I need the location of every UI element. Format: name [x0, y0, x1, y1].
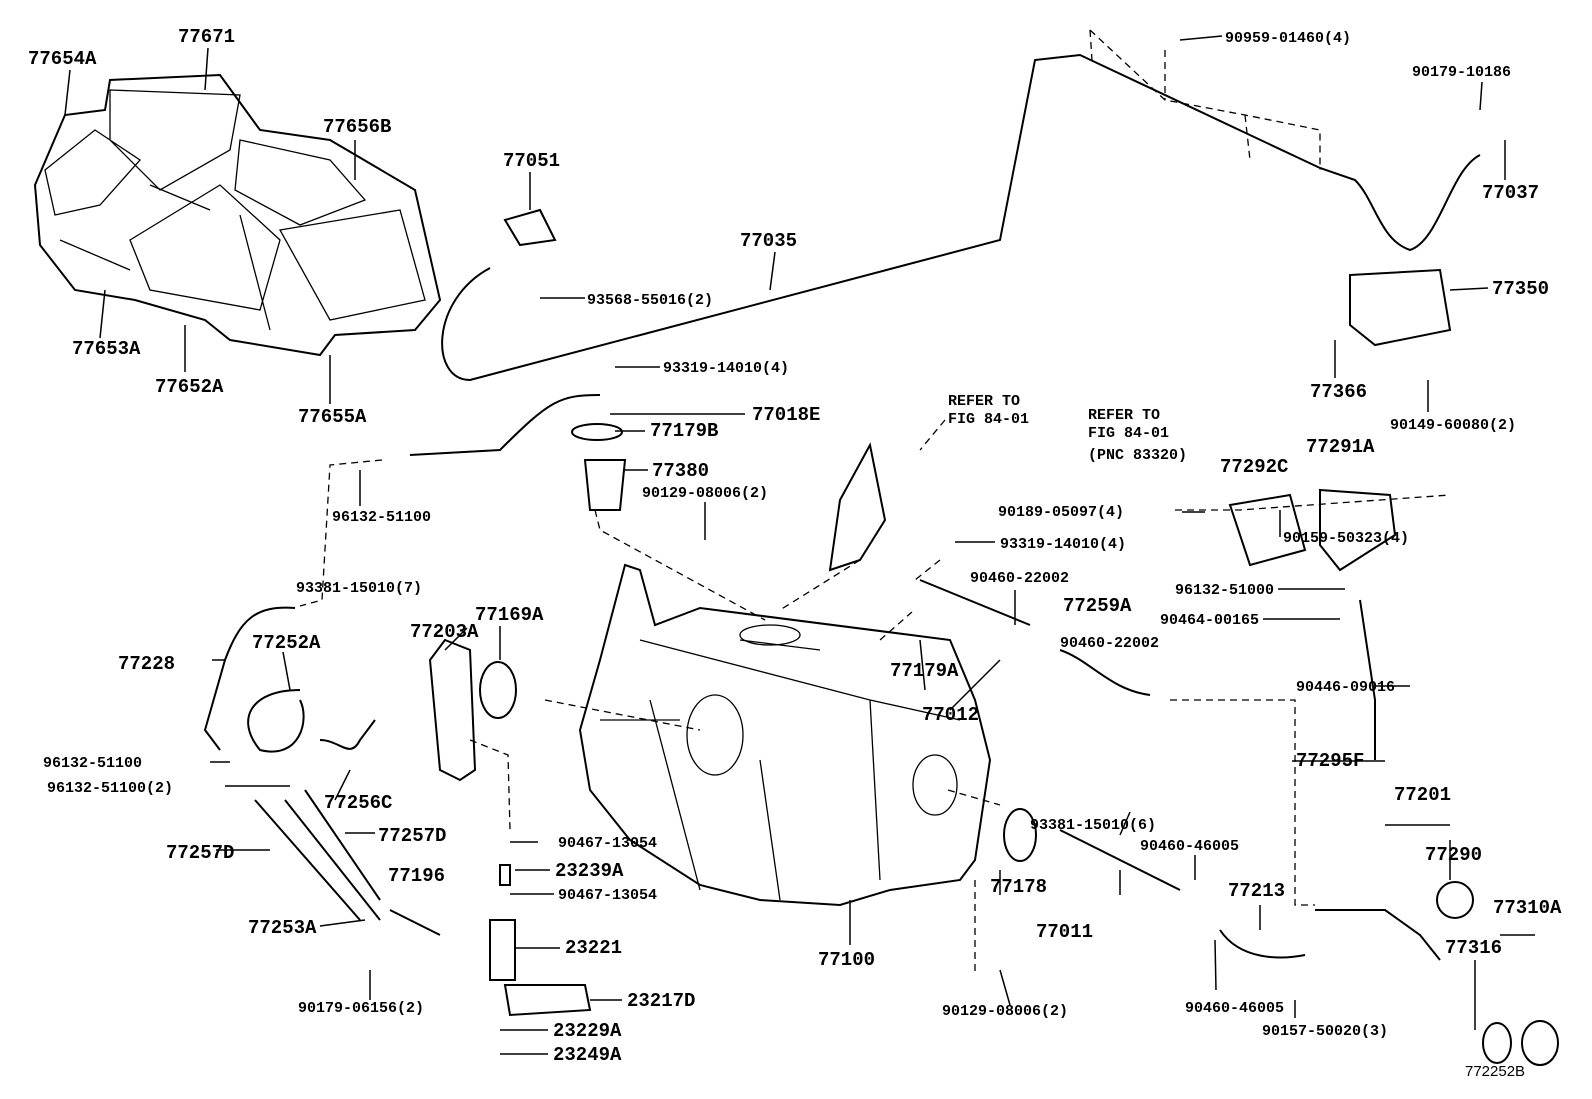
part-label: 90446-09016 [1296, 679, 1395, 696]
part-label: REFER TO [1088, 407, 1160, 424]
fuel-tank [578, 563, 992, 907]
part-label: 93319-14010(4) [663, 360, 789, 377]
part-label: 77256C [324, 792, 392, 814]
part-label: 96132-51100 [332, 509, 431, 526]
part-label: 90179-10186 [1412, 64, 1511, 81]
part-label: 90467-13054 [558, 835, 657, 852]
part-label: 77292C [1220, 456, 1288, 478]
leader-line [99, 289, 106, 339]
part-label: (PNC 83320) [1088, 447, 1187, 464]
part-label: 77655A [298, 406, 367, 428]
reference-dashed-lines [299, 29, 1451, 975]
part-label: 90179-06156(2) [298, 1000, 424, 1017]
leader-line [1214, 939, 1217, 991]
part-label: 90460-22002 [1060, 635, 1159, 652]
leader-line [769, 251, 776, 291]
part-label: 77252A [252, 632, 321, 654]
part-label: 90460-46005 [1140, 838, 1239, 855]
part-label: 23239A [555, 860, 624, 882]
part-label: 93568-55016(2) [587, 292, 713, 309]
part-label: 96132-51000 [1175, 582, 1274, 599]
part-label: 77257D [166, 842, 234, 864]
part-label: 90129-08006(2) [942, 1003, 1068, 1020]
part-label: 77652A [155, 376, 224, 398]
part-label: REFER TO [948, 393, 1020, 410]
part-label: 77259A [1063, 595, 1132, 617]
part-label: 77203A [410, 621, 479, 643]
part-label: 77196 [388, 865, 445, 887]
part-label: 93381-15010(6) [1030, 817, 1156, 834]
part-label: 90464-00165 [1160, 612, 1259, 629]
part-label: 23249A [553, 1044, 622, 1066]
part-label: 77169A [475, 604, 544, 626]
diagram-code: 772252B [1465, 1063, 1525, 1080]
part-label: 93381-15010(7) [296, 580, 422, 597]
tank-insulator-pads [33, 73, 442, 357]
part-label: 77201 [1394, 784, 1451, 806]
part-label: 77012 [922, 704, 979, 726]
part-label: 96132-51100 [43, 755, 142, 772]
part-label: 77100 [818, 949, 875, 971]
part-label: 77310A [1493, 897, 1562, 919]
part-label: 90460-22002 [970, 570, 1069, 587]
part-label: 77035 [740, 230, 797, 252]
part-label: 77656B [323, 116, 391, 138]
part-label: 96132-51100(2) [47, 780, 173, 797]
part-label: 90959-01460(4) [1225, 30, 1351, 47]
part-label: 77051 [503, 150, 560, 172]
leader-line [949, 659, 1001, 711]
part-label: 77654A [28, 48, 97, 70]
leader-line [282, 651, 291, 691]
leader-line [1179, 35, 1223, 41]
part-label: 77018E [752, 404, 820, 426]
part-label: 77179A [890, 660, 959, 682]
part-label: 77366 [1310, 381, 1367, 403]
part-label: 77178 [990, 876, 1047, 898]
part-label: 90149-60080(2) [1390, 417, 1516, 434]
part-label: 77037 [1482, 182, 1539, 204]
part-label: 77671 [178, 26, 235, 48]
leader-line [1119, 811, 1131, 836]
part-label: 77011 [1036, 921, 1093, 943]
part-labels: 77654A 77671 77656B 77653A 77652A 77655A 77051… [28, 26, 1562, 1066]
label-leader-lines [64, 35, 1535, 1055]
part-label: 77257D [378, 825, 446, 847]
fuel-lid-cable [441, 53, 1481, 382]
part-label: 77380 [652, 460, 709, 482]
part-label: 93319-14010(4) [1000, 536, 1126, 553]
part-label: 77316 [1445, 937, 1502, 959]
part-label: 77350 [1492, 278, 1549, 300]
part-label: 77213 [1228, 880, 1285, 902]
part-label: 90460-46005 [1185, 1000, 1284, 1017]
leader-line [444, 627, 468, 651]
part-label: 90159-50323(4) [1283, 530, 1409, 547]
leader-line [204, 47, 209, 91]
part-label: 90467-13054 [558, 887, 657, 904]
leader-line [999, 969, 1011, 1006]
part-label: 77179B [650, 420, 718, 442]
part-label: 77291A [1306, 436, 1375, 458]
part-label: 23217D [627, 990, 695, 1012]
hoses-and-pipes [203, 208, 1559, 1066]
part-label: 90189-05097(4) [998, 504, 1124, 521]
part-label: 77290 [1425, 844, 1482, 866]
leader-line [64, 69, 71, 116]
part-label: 77653A [72, 338, 141, 360]
part-label: 90129-08006(2) [642, 485, 768, 502]
leader-line [319, 919, 366, 927]
leader-line [1449, 287, 1489, 291]
leader-line [334, 769, 351, 801]
part-label: 90157-50020(3) [1262, 1023, 1388, 1040]
part-label: 77295F [1296, 750, 1364, 772]
part-label: 77253A [248, 917, 317, 939]
part-label: FIG 84-01 [948, 411, 1029, 428]
part-label: 77228 [118, 653, 175, 675]
leader-line [1479, 81, 1483, 111]
part-label: 23221 [565, 937, 622, 959]
part-label: 23229A [553, 1020, 622, 1042]
leader-line [919, 639, 926, 691]
part-label: FIG 84-01 [1088, 425, 1169, 442]
